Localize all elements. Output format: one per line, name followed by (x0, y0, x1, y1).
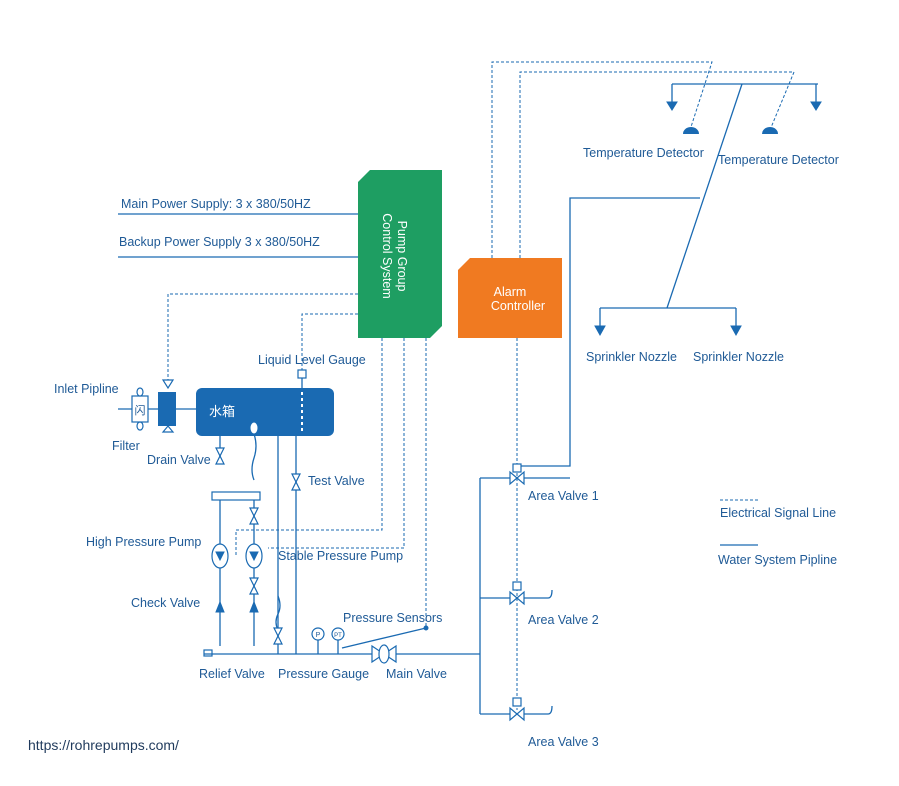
inlet-valve-signal-line (167, 293, 358, 384)
temperature-detector-1-icon (683, 127, 699, 134)
high-pressure-pump-label: High Pressure Pump (86, 535, 201, 549)
arrow-down-icon (666, 101, 678, 111)
area-valve-3-sensor (512, 697, 522, 707)
drain-valve-body-icon-lower (215, 454, 225, 465)
sprinkler-riser-pipe (517, 197, 700, 467)
sprinkler-nozzle-1-icon (594, 325, 606, 337)
pressure-gauge-pt-icon (331, 627, 345, 641)
drain-valve-icon (161, 425, 175, 433)
pump-arrow-icon (249, 551, 259, 562)
sprinkler-1-label: Sprinkler Nozzle (586, 350, 677, 364)
stable-pressure-pump-label: Stable Pressure Pump (278, 549, 403, 563)
main-power-label: Main Power Supply: 3 x 380/50HZ (121, 197, 311, 211)
pump-arrow-icon (215, 551, 225, 562)
sprinkler-diagonal-pipe (666, 83, 743, 309)
stable-valve-upper-icon (249, 507, 259, 518)
pressure-sensors-label: Pressure Sensors (343, 611, 442, 625)
control-box-label-2: Control System (380, 213, 394, 298)
stable-lower-valve-icon (249, 577, 259, 588)
temp-detector-2-label: Temperature Detector (718, 153, 839, 167)
temperature-detector-2-icon (762, 127, 778, 134)
filter-label: Filter (112, 439, 140, 453)
legend-signal-label: Electrical Signal Line (720, 506, 836, 520)
drain-valve-body-icon (215, 447, 225, 458)
tank-label: 水箱 (209, 404, 235, 420)
source-url: https://rohrepumps.com/ (28, 737, 179, 753)
control-box-label-1: Pump Group (395, 221, 409, 292)
detector-2-signal-line (519, 71, 795, 258)
stable-lower-valve-icon-b (249, 584, 259, 595)
liquid-level-gauge-label: Liquid Level Gauge (258, 353, 366, 367)
main-valve-disc-icon (378, 644, 390, 664)
water-tank (196, 388, 334, 436)
gauge-pt-text: PT (334, 633, 342, 639)
gauge-p-text: P (316, 632, 321, 639)
pressure-sensor-point (423, 625, 429, 631)
area-valve-1-icon-left (509, 470, 518, 486)
pump-signal-line-1 (235, 338, 383, 556)
temp-detector-1-label: Temperature Detector (583, 146, 704, 160)
area-valve-2-sensor (512, 581, 522, 591)
filter-top-cap (136, 387, 144, 397)
level-gauge-signal-line (301, 313, 358, 370)
area-2-outlet (547, 589, 553, 599)
legend-pipe-label: Water System Pipline (718, 553, 837, 567)
check-valve-icon (249, 600, 259, 613)
main-valve-icon-left (371, 644, 386, 664)
inlet-valve-actuator-icon (161, 379, 175, 390)
sprinkler-nozzle-2-icon (730, 325, 742, 337)
relief-valve-icon-lower (273, 634, 283, 645)
filter-bottom-cap (136, 421, 144, 431)
check-valve-label: Check Valve (131, 596, 200, 610)
relief-valve-icon-upper (273, 627, 283, 638)
area-valve-1-sensor (512, 463, 522, 473)
check-valve-icon (215, 600, 225, 613)
area-3-outlet (547, 705, 553, 715)
area-valve-2-label: Area Valve 2 (528, 613, 599, 627)
relief-hose (275, 595, 281, 631)
alarm-box-label-2: Controller (491, 299, 545, 313)
alarm-box-label-1: Alarm (494, 285, 527, 299)
tank-float-icon (249, 421, 259, 435)
sprinkler-2-label: Sprinkler Nozzle (693, 350, 784, 364)
inlet-pipeline-label: Inlet Pipline (54, 382, 119, 396)
drain-valve-label: Drain Valve (147, 453, 211, 467)
relief-valve-label: Relief Valve (199, 667, 265, 681)
pressure-gauge-p-icon (311, 627, 325, 641)
test-valve-icon-upper (291, 473, 301, 484)
main-valve-label: Main Valve (386, 667, 447, 681)
filter-symbol: 闪 (135, 403, 146, 417)
detector-1-signal-line (491, 61, 713, 258)
alarm-controller-box (458, 258, 562, 338)
pressure-gauge-label: Pressure Gauge (278, 667, 369, 681)
area-valve-3-icon-right (516, 706, 525, 722)
pump-control-system-box (358, 170, 442, 338)
area-valve-3-icon-left (509, 706, 518, 722)
pump-signal-line-2 (268, 338, 405, 549)
pressure-sensor-lead (341, 627, 427, 649)
main-valve-icon-right (382, 644, 397, 664)
area-valve-2-icon-left (509, 590, 518, 606)
area-valve-1-icon-right (516, 470, 525, 486)
area-valve-3-label: Area Valve 3 (528, 735, 599, 749)
liquid-level-gauge-sensor (297, 369, 307, 379)
arrow-down-icon (810, 101, 822, 111)
backup-power-label: Backup Power Supply 3 x 380/50HZ (119, 235, 320, 249)
area-valve-1-label: Area Valve 1 (528, 489, 599, 503)
stable-valve-lower-icon (249, 514, 259, 525)
suction-header (211, 491, 261, 501)
inlet-valve-body (158, 392, 176, 426)
test-valve-label: Test Valve (308, 474, 365, 488)
header-end-cap (203, 649, 213, 657)
area-valve-2-icon-right (516, 590, 525, 606)
flexible-hose (251, 433, 257, 481)
test-valve-icon-lower (291, 480, 301, 491)
